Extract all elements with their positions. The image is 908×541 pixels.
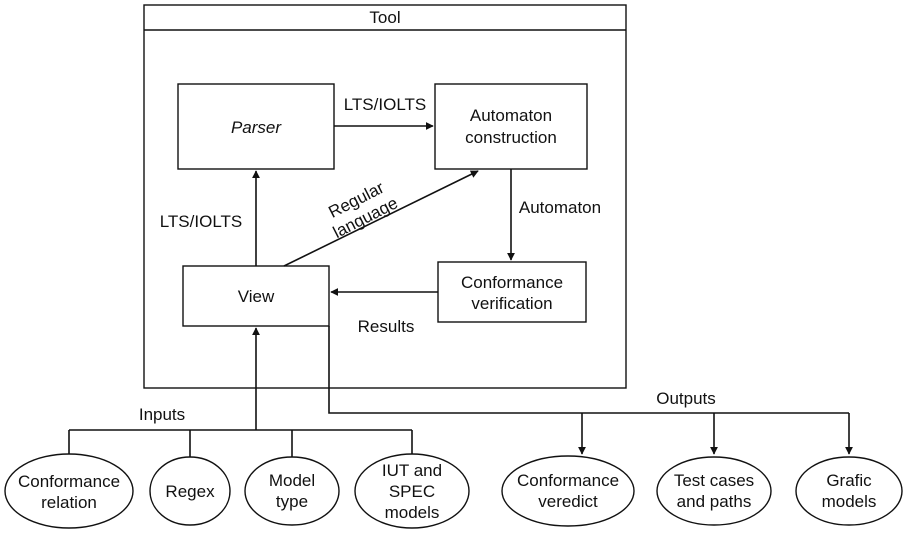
output-test-cases-line2: and paths <box>677 492 752 511</box>
inputs-tree: Inputs <box>68 327 413 458</box>
conformance-verification-label-line1: Conformance <box>461 273 563 292</box>
label-view-to-parser: LTS/IOLTS <box>160 212 243 231</box>
input-conformance-relation-line1: Conformance <box>18 472 120 491</box>
output-conformance-veredict: Conformance veredict <box>501 455 635 527</box>
input-model-type-line1: Model <box>269 471 315 490</box>
view-label: View <box>238 287 275 306</box>
input-iut-spec-line3: models <box>385 503 440 522</box>
outputs-bus <box>328 326 849 414</box>
output-test-cases-paths: Test cases and paths <box>656 456 772 526</box>
automaton-construction-label-line2: construction <box>465 128 557 147</box>
tool-title: Tool <box>369 8 400 27</box>
label-results: Results <box>358 317 415 336</box>
output-grafic-models: Grafic models <box>795 456 903 526</box>
label-parser-to-automaton: LTS/IOLTS <box>344 95 427 114</box>
output-test-cases-line1: Test cases <box>674 471 754 490</box>
input-iut-spec-models: IUT and SPEC models <box>354 453 470 529</box>
input-iut-spec-line2: SPEC <box>389 482 435 501</box>
input-model-type-line2: type <box>276 492 308 511</box>
conformance-verification-box: Conformance verification <box>437 261 587 323</box>
outputs-label: Outputs <box>656 389 716 408</box>
arrow-view-to-automaton <box>283 170 479 267</box>
input-conformance-relation: Conformance relation <box>4 453 134 529</box>
input-model-type: Model type <box>244 456 340 526</box>
automaton-construction-label-line1: Automaton <box>470 106 552 125</box>
input-regex-label: Regex <box>165 482 215 501</box>
parser-label: Parser <box>231 118 282 137</box>
inputs-label: Inputs <box>139 405 185 424</box>
automaton-construction-box: Automaton construction <box>434 83 588 170</box>
output-conformance-veredict-line2: veredict <box>538 492 598 511</box>
conformance-verification-label-line2: verification <box>471 294 552 313</box>
input-conformance-relation-line2: relation <box>41 493 97 512</box>
output-grafic-models-line1: Grafic <box>826 471 872 490</box>
view-box: View <box>182 265 330 327</box>
outputs-tree: Outputs <box>328 326 853 455</box>
output-grafic-models-line2: models <box>822 492 877 511</box>
output-conformance-veredict-line1: Conformance <box>517 471 619 490</box>
input-iut-spec-line1: IUT and <box>382 461 442 480</box>
label-automaton-to-verification: Automaton <box>519 198 601 217</box>
parser-box: Parser <box>177 83 335 170</box>
input-regex: Regex <box>149 456 231 526</box>
